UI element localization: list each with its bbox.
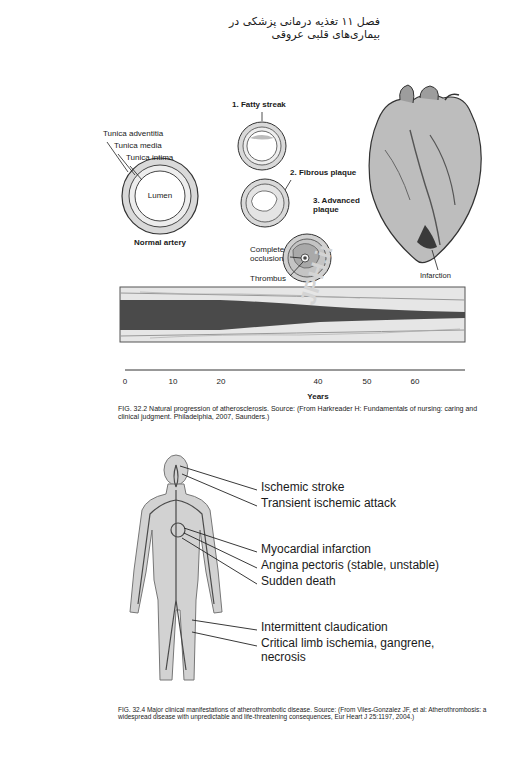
lumen-label: Lumen <box>148 191 172 200</box>
axis-number: 20 <box>217 377 226 386</box>
axis-title: Years <box>307 392 328 401</box>
running-header: فصل ۱۱ تغذیه درمانی پزشکی در بیماری‌های … <box>180 16 380 41</box>
layer-label: Tunica intima <box>126 153 173 162</box>
manifestation-label: Critical limb ischemia, gangrene, necros… <box>261 637 446 665</box>
stage-label: 3. Advanced plaque <box>313 196 373 214</box>
manifestation-label: Angina pectoris (stable, unstable) <box>261 559 439 573</box>
manifestation-label: Sudden death <box>261 575 336 589</box>
layer-label: Tunica media <box>114 141 162 150</box>
stage-label: 2. Fibrous plaque <box>290 168 356 177</box>
part-label: Thrombus <box>250 274 286 283</box>
axis-number: 50 <box>363 377 372 386</box>
axis-number: 60 <box>411 377 420 386</box>
figure-caption: FIG. 32.2 Natural progression of atheros… <box>118 405 490 421</box>
axis-number: 0 <box>123 377 127 386</box>
part-label: Infarction <box>420 272 451 281</box>
manifestation-label: Transient ischemic attack <box>261 497 396 511</box>
axis-number: 10 <box>169 377 178 386</box>
figure-caption: FIG. 32.4 Major clinical manifestations … <box>118 706 490 721</box>
stage-label: 1. Fatty streak <box>232 100 286 109</box>
axis-number: 40 <box>314 377 323 386</box>
manifestation-label: Intermittent claudication <box>261 621 388 635</box>
artery-label: Normal artery <box>134 238 186 247</box>
manifestation-label: Myocardial infarction <box>261 543 371 557</box>
part-label: Complete occlusion <box>250 245 292 263</box>
manifestation-label: Ischemic stroke <box>261 481 344 495</box>
layer-label: Tunica adventitia <box>103 129 163 138</box>
